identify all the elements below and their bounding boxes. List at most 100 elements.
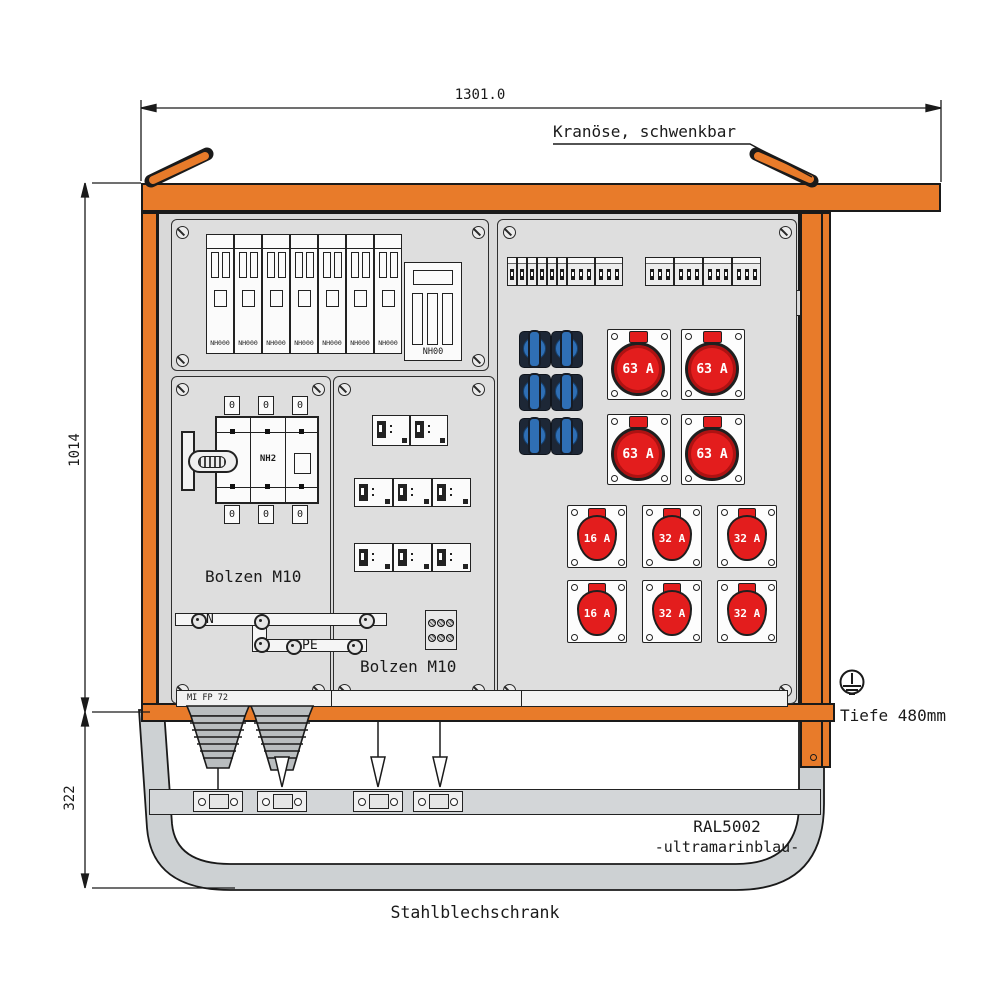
nh000-fuse: NH000	[290, 234, 318, 354]
switch-terminal: 0	[258, 396, 274, 415]
cee-socket-32a: 32 A	[717, 580, 777, 643]
screw-icon	[176, 354, 189, 367]
socket-rating-label: 16 A	[583, 531, 611, 545]
nh000-fuse: NH000	[346, 234, 374, 354]
clamp-plate	[209, 794, 229, 809]
mcb-1pole	[557, 257, 567, 286]
nh000-label: NH000	[266, 339, 286, 347]
rcd-module	[432, 543, 471, 572]
switch-window	[294, 453, 311, 474]
socket-rating-label: 63 A	[622, 361, 654, 377]
socket-rating-label: 63 A	[696, 361, 728, 377]
nh000-fuse-row: NH000 NH000 NH000 NH000 NH000 NH000 NH00…	[206, 234, 402, 354]
schuko-socket-blue	[519, 373, 551, 411]
switch-terminal: 0	[224, 505, 240, 524]
screw-icon	[338, 383, 351, 396]
socket-rating-label: 32 A	[733, 531, 761, 545]
cee-socket-63a: 63 A	[681, 329, 745, 400]
mcb-3pole	[567, 257, 595, 286]
cable-clamp	[413, 791, 463, 812]
ral-color-note: RAL5002 -ultramarinblau-	[642, 816, 812, 858]
screw-icon	[503, 226, 516, 239]
clamp-plate	[429, 794, 449, 809]
dimension-width	[140, 100, 942, 182]
screw-icon	[358, 798, 366, 806]
switch-terminal: 0	[292, 396, 308, 415]
schuko-socket-blue	[551, 330, 583, 368]
cabinet-door-edge	[800, 212, 831, 768]
crane-leader-line	[553, 143, 813, 178]
door-edge-line	[821, 214, 823, 766]
nh00-fuse-base: NH00	[404, 262, 462, 361]
cee-socket-16a: 16 A	[567, 505, 627, 568]
mcb-1pole	[547, 257, 557, 286]
cable-gland	[185, 705, 251, 769]
dim-height-label: 1014	[67, 433, 83, 467]
mcb-1pole	[507, 257, 517, 286]
flange-label: MI FP 72	[187, 693, 228, 703]
switch-terminal: 0	[224, 396, 240, 415]
mcb-group-2	[645, 257, 761, 286]
socket-rating-label: 32 A	[658, 606, 686, 620]
busbar-bolt	[254, 614, 270, 630]
nh000-fuse: NH000	[206, 234, 234, 354]
nh000-label: NH000	[210, 339, 230, 347]
screw-icon	[472, 383, 485, 396]
screw-icon	[810, 754, 817, 761]
dim-stand-label: 322	[62, 785, 78, 811]
socket-rating-label: 63 A	[696, 446, 728, 462]
busbar-bolt	[359, 613, 375, 629]
cee-socket-63a: 63 A	[607, 329, 671, 400]
switch-terminal: 0	[258, 505, 274, 524]
screw-icon	[312, 383, 325, 396]
dimension-height	[80, 182, 235, 889]
screw-icon	[418, 798, 426, 806]
mcb-1pole	[527, 257, 537, 286]
cable-clamp	[193, 791, 243, 812]
schuko-socket-blue	[519, 417, 551, 455]
nh000-fuse: NH000	[262, 234, 290, 354]
mcb-1pole	[537, 257, 547, 286]
rcd-module	[354, 543, 393, 572]
mcb-3pole	[645, 257, 674, 286]
bolzen-left-label: Bolzen M10	[205, 567, 302, 586]
busbar-n	[175, 613, 387, 626]
mcb-3pole	[732, 257, 761, 286]
busbar-bolt	[286, 639, 302, 655]
nh000-label: NH000	[238, 339, 258, 347]
switch-terminal: 0	[292, 505, 308, 524]
screw-icon	[390, 798, 398, 806]
socket-rating-label: 63 A	[622, 446, 654, 462]
bolzen-mid-label: Bolzen M10	[360, 657, 457, 676]
mcb-1pole	[517, 257, 527, 286]
screw-icon	[294, 798, 302, 806]
cee-socket-32a: 32 A	[717, 505, 777, 568]
rcd-module	[372, 415, 410, 446]
nh000-label: NH000	[350, 339, 370, 347]
ral-name: -ultramarinblau-	[654, 838, 800, 856]
depth-label: Tiefe 480mm	[840, 706, 946, 725]
rcd-module	[393, 478, 432, 507]
rcd-module	[432, 478, 471, 507]
cabinet-type-label: Stahlblechschrank	[390, 903, 560, 922]
screw-icon	[230, 798, 238, 806]
flange-plate: MI FP 72	[176, 690, 788, 707]
socket-rating-label: 32 A	[658, 531, 686, 545]
socket-rating-label: 16 A	[583, 606, 611, 620]
cable-gland	[249, 705, 315, 771]
crane-label: Kranöse, schwenkbar	[553, 122, 737, 141]
nh000-label: NH000	[378, 339, 398, 347]
mcb-3pole	[674, 257, 703, 286]
ral-code: RAL5002	[693, 817, 761, 836]
cee-socket-32a: 32 A	[642, 505, 702, 568]
rcd-module	[410, 415, 448, 446]
nh000-fuse: NH000	[234, 234, 262, 354]
nh000-fuse: NH000	[374, 234, 402, 354]
busbar-n-label: N	[206, 612, 214, 627]
rcd-module	[393, 543, 432, 572]
mcb-3pole	[595, 257, 623, 286]
cable-clamp	[353, 791, 403, 812]
